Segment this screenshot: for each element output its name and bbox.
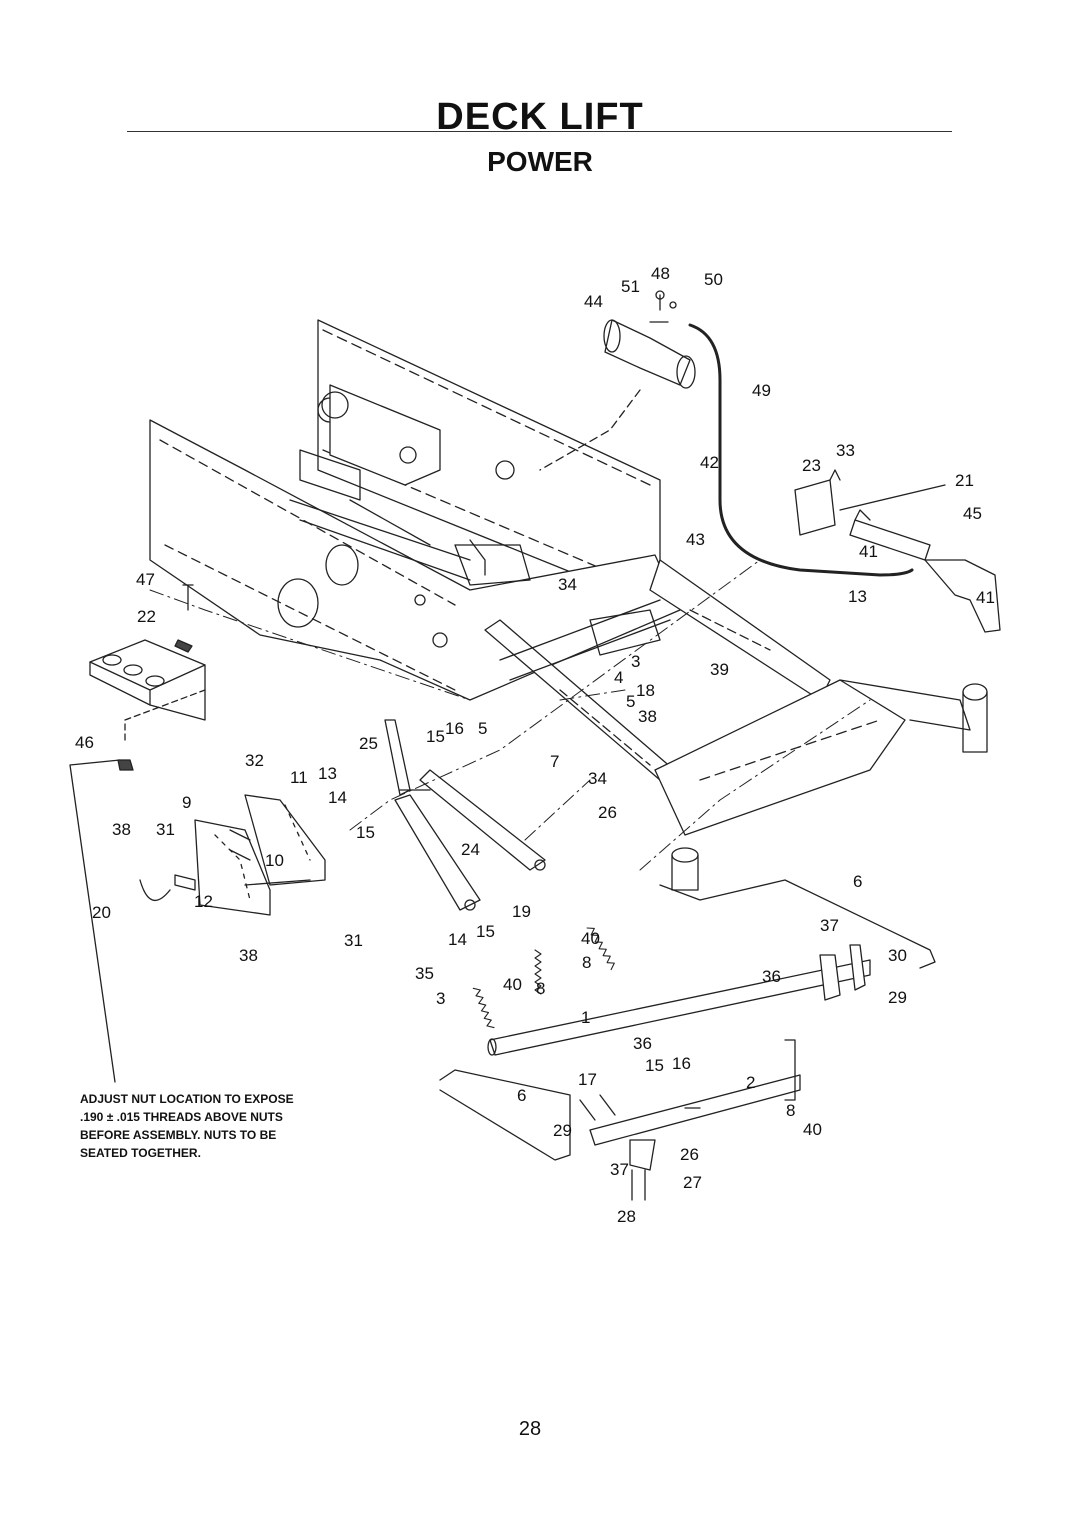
- part-callout-6: 6: [517, 1086, 526, 1105]
- part-callout-6: 6: [853, 872, 862, 891]
- assembly-note: ADJUST NUT LOCATION TO EXPOSE .190 ± .01…: [80, 1090, 380, 1162]
- part-callout-40: 40: [503, 975, 522, 994]
- cross-box: [299, 384, 441, 501]
- part-callout-20: 20: [92, 903, 111, 922]
- part-callout-9: 9: [182, 793, 191, 812]
- part-callout-29: 29: [553, 1121, 572, 1140]
- part-callout-31: 31: [156, 820, 175, 839]
- part-callout-37: 37: [610, 1160, 629, 1179]
- springs: [472, 927, 615, 1029]
- part-callout-34: 34: [588, 769, 607, 788]
- part-callout-36: 36: [633, 1034, 652, 1053]
- part-callout-36: 36: [762, 967, 781, 986]
- lift-cylinder: [794, 469, 1001, 633]
- part-callout-34: 34: [558, 575, 577, 594]
- part-callout-47: 47: [136, 570, 155, 589]
- part-callout-8: 8: [786, 1101, 795, 1120]
- part-callout-3: 3: [631, 652, 640, 671]
- part-callout-15: 15: [356, 823, 375, 842]
- part-callout-5: 5: [478, 719, 487, 738]
- part-callout-16: 16: [672, 1054, 691, 1073]
- part-callout-22: 22: [137, 607, 156, 626]
- part-callout-44: 44: [584, 292, 603, 311]
- part-callout-26: 26: [598, 803, 617, 822]
- part-callout-15: 15: [476, 922, 495, 941]
- part-callout-16: 16: [445, 719, 464, 738]
- note-line: BEFORE ASSEMBLY. NUTS TO BE: [80, 1128, 277, 1142]
- part-callout-3: 3: [436, 989, 445, 1008]
- part-callout-25: 25: [359, 734, 378, 753]
- part-callout-1: 1: [581, 1008, 590, 1027]
- part-callout-23: 23: [802, 456, 821, 475]
- part-callout-18: 18: [636, 681, 655, 700]
- control-panel: [89, 584, 206, 741]
- part-callout-8: 8: [536, 979, 545, 998]
- front-deflector: [654, 679, 988, 891]
- part-callout-38: 38: [638, 707, 657, 726]
- part-callout-13: 13: [848, 587, 867, 606]
- lift-links: [384, 719, 546, 911]
- part-callout-14: 14: [328, 788, 347, 807]
- part-callout-27: 27: [683, 1173, 702, 1192]
- centerlines: [149, 559, 871, 871]
- part-callout-40: 40: [803, 1120, 822, 1139]
- part-callout-29: 29: [888, 988, 907, 1007]
- page-number: 28: [518, 1418, 542, 1440]
- part-callout-13: 13: [318, 764, 337, 783]
- part-callout-51: 51: [621, 277, 640, 296]
- part-callout-42: 42: [700, 453, 719, 472]
- part-callout-10: 10: [265, 851, 284, 870]
- part-callout-40: 40: [581, 929, 600, 948]
- part-callout-19: 19: [512, 902, 531, 921]
- part-callout-50: 50: [704, 270, 723, 289]
- part-callout-15: 15: [426, 727, 445, 746]
- part-callout-26: 26: [680, 1145, 699, 1164]
- part-callout-2: 2: [746, 1073, 755, 1092]
- part-callout-39: 39: [710, 660, 729, 679]
- part-callout-7: 7: [550, 752, 559, 771]
- part-callout-32: 32: [245, 751, 264, 770]
- part-callout-48: 48: [651, 264, 670, 283]
- part-callout-30: 30: [888, 946, 907, 965]
- part-callout-15: 15: [645, 1056, 664, 1075]
- part-callout-28: 28: [617, 1207, 636, 1226]
- part-callout-5: 5: [626, 692, 635, 711]
- front-lift-shaft: [439, 879, 936, 1201]
- part-callout-17: 17: [578, 1070, 597, 1089]
- part-callout-8: 8: [582, 953, 591, 972]
- part-callout-38: 38: [239, 946, 258, 965]
- part-callout-45: 45: [963, 504, 982, 523]
- part-callout-21: 21: [955, 471, 974, 490]
- part-callout-35: 35: [415, 964, 434, 983]
- part-callout-46: 46: [75, 733, 94, 752]
- part-callout-14: 14: [448, 930, 467, 949]
- part-callout-38: 38: [112, 820, 131, 839]
- note-line: .190 ± .015 THREADS ABOVE NUTS: [80, 1110, 283, 1124]
- part-callout-24: 24: [461, 840, 480, 859]
- note-line: SEATED TOGETHER.: [80, 1146, 201, 1160]
- hydraulic-pump: [539, 290, 914, 577]
- part-callout-37: 37: [820, 916, 839, 935]
- part-callout-4: 4: [614, 668, 623, 687]
- part-callout-11: 11: [290, 768, 308, 787]
- inner-channels: [289, 499, 531, 586]
- height-adjust-quadrant: [139, 794, 326, 916]
- section-subtitle: POWER: [487, 146, 593, 177]
- title-rule: [127, 131, 952, 132]
- part-callout-12: 12: [194, 892, 213, 911]
- part-callout-41: 41: [976, 588, 995, 607]
- part-callout-49: 49: [752, 381, 771, 400]
- part-callout-41: 41: [859, 542, 878, 561]
- part-callout-33: 33: [836, 441, 855, 460]
- part-callout-43: 43: [686, 530, 705, 549]
- part-callout-31: 31: [344, 931, 363, 950]
- note-leader: [69, 759, 121, 1083]
- deck-frame-rails: [484, 559, 831, 781]
- note-line: ADJUST NUT LOCATION TO EXPOSE: [80, 1092, 294, 1106]
